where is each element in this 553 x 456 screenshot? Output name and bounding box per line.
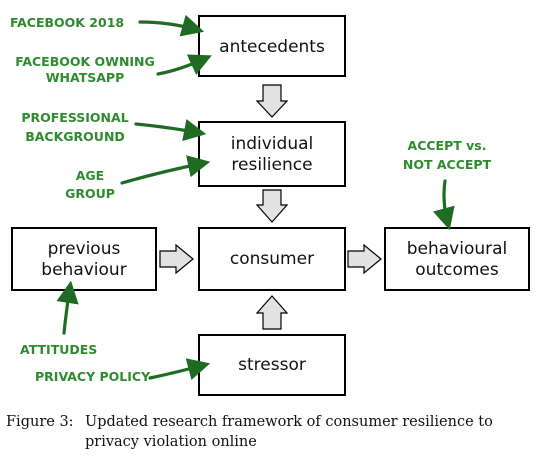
- factor-privacy-policy: PRIVACY POLICY: [35, 369, 151, 384]
- arrow-facebook-2018: [138, 14, 205, 37]
- previous-behaviour-box: previous behaviour: [11, 227, 157, 291]
- factor-facebook-owning-whatsapp-line2: WHATSAPP: [46, 70, 124, 85]
- individual-resilience-box: individual resilience: [198, 121, 346, 187]
- arrow-attitudes: [56, 280, 79, 335]
- individual-resilience-label-line1: individual: [231, 134, 314, 154]
- factor-attitudes: ATTITUDES: [20, 342, 97, 357]
- behavioural-outcomes-label-line2: outcomes: [415, 260, 499, 280]
- factor-accept-line1: ACCEPT vs.: [408, 138, 487, 153]
- arrow-age-group: [120, 155, 211, 185]
- factor-accept-line2: NOT ACCEPT: [403, 157, 492, 172]
- behavioural-outcomes-label-line1: behavioural: [407, 239, 508, 259]
- factor-age-group-line1: AGE: [76, 168, 104, 183]
- stressor-box: stressor: [198, 334, 346, 396]
- arrow-professional-background: [134, 119, 207, 142]
- caption-text: Updated research framework of consumer r…: [85, 414, 493, 450]
- framework-diagram: antecedents individual resilience previo…: [10, 14, 530, 396]
- individual-resilience-label-line2: resilience: [231, 155, 312, 175]
- stressor-label: stressor: [238, 355, 306, 375]
- previous-behaviour-label-line2: behaviour: [41, 260, 126, 280]
- behavioural-outcomes-box: behavioural outcomes: [384, 227, 530, 291]
- previous-behaviour-label-line1: previous: [48, 239, 121, 259]
- arrow-resilience-to-consumer: [255, 189, 289, 223]
- arrow-stressor-to-consumer: [255, 295, 289, 330]
- arrow-previous-to-consumer: [159, 243, 194, 275]
- factor-age-group-line2: GROUP: [65, 186, 115, 201]
- arrow-privacy-policy: [148, 358, 211, 380]
- arrow-accept: [432, 179, 455, 231]
- arrow-antecedents-to-resilience: [255, 84, 289, 118]
- consumer-box: consumer: [198, 227, 346, 291]
- caption-label: Figure 3:: [6, 414, 74, 430]
- factor-facebook-2018: FACEBOOK 2018: [10, 15, 124, 30]
- factor-professional-background-line2: BACKGROUND: [25, 129, 125, 144]
- factor-facebook-owning-whatsapp-line1: FACEBOOK OWNING: [15, 54, 155, 69]
- antecedents-box: antecedents: [198, 15, 346, 77]
- antecedents-label: antecedents: [219, 37, 325, 57]
- figure-caption: Figure 3: Updated research framework of c…: [6, 412, 546, 452]
- arrow-consumer-to-outcomes: [347, 243, 382, 275]
- factor-professional-background-line1: PROFESSIONAL: [21, 110, 128, 125]
- arrow-facebook-owning-whatsapp: [156, 54, 212, 76]
- consumer-label: consumer: [230, 249, 314, 269]
